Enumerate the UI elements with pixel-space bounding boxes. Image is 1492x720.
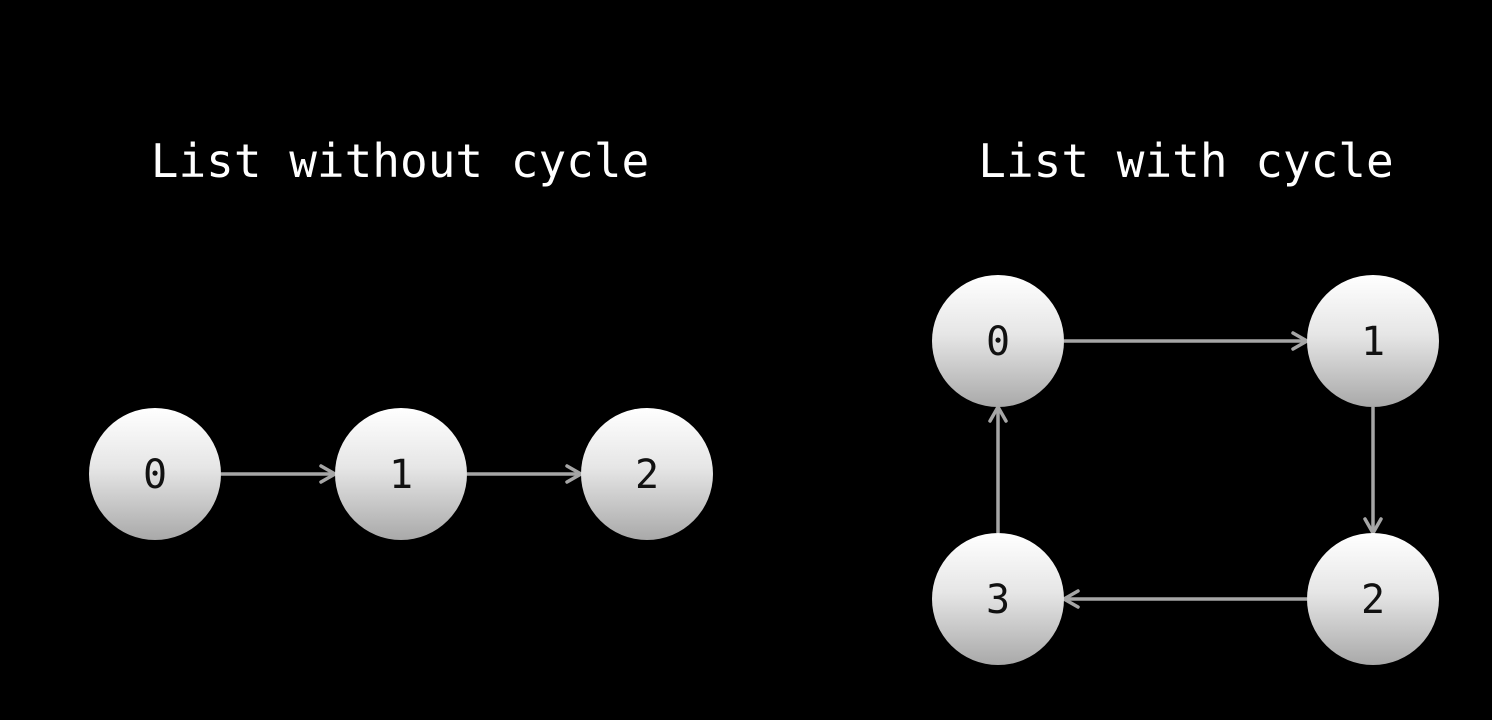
- node-label: 1: [389, 452, 413, 498]
- node-label: 2: [635, 452, 659, 498]
- node-3: 3: [932, 533, 1064, 665]
- node-circle: [1307, 275, 1439, 407]
- node-label: 2: [1361, 577, 1385, 623]
- list-without-cycle: 0 1 2: [89, 408, 713, 540]
- node-circle: [932, 533, 1064, 665]
- edges-layer: [221, 331, 1383, 609]
- node-circle: [335, 408, 467, 540]
- node-circle: [932, 275, 1064, 407]
- node-label: 0: [143, 452, 167, 498]
- title-without-cycle: List without cycle: [151, 134, 650, 188]
- node-1: 1: [335, 408, 467, 540]
- node-2: 2: [581, 408, 713, 540]
- node-label: 3: [986, 577, 1010, 623]
- title-with-cycle: List with cycle: [978, 134, 1393, 188]
- node-circle: [89, 408, 221, 540]
- list-with-cycle: 0 1 2 3: [932, 275, 1439, 665]
- node-label: 0: [986, 319, 1010, 365]
- node-2: 2: [1307, 533, 1439, 665]
- node-0: 0: [932, 275, 1064, 407]
- node-label: 1: [1361, 319, 1385, 365]
- node-circle: [581, 408, 713, 540]
- node-0: 0: [89, 408, 221, 540]
- node-circle: [1307, 533, 1439, 665]
- node-1: 1: [1307, 275, 1439, 407]
